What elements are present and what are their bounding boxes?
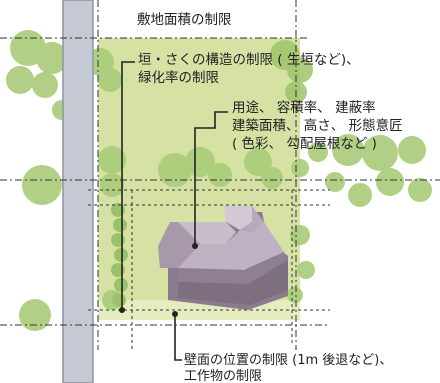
tree-cluster-left-mid	[22, 146, 126, 205]
use-label-line1: 用途、 容積率、 建蔽率	[232, 99, 376, 116]
house	[158, 206, 288, 310]
wall-label-line2: 工作物の制限	[184, 369, 262, 383]
leader-dots	[119, 243, 198, 317]
fence-label-line1: 垣・さくの構造の制限 ( 生垣など)、	[138, 52, 360, 68]
leader-lines	[121, 61, 228, 361]
boundary-dashed-lines	[0, 0, 440, 350]
tree-cluster-middle	[158, 147, 309, 189]
setback-dashed-lines	[88, 189, 330, 350]
wall-label-line1: 壁面の位置の制限 (1m 後退など)、	[184, 353, 392, 368]
road-strip	[62, 0, 94, 383]
hedge-row	[111, 203, 128, 307]
site-area-label-bg	[128, 8, 278, 30]
use-label-line2: 建築面積、 高さ、 形態意匠	[232, 117, 403, 134]
use-label-line3: ( 色彩、 勾配屋根など )	[232, 135, 377, 152]
tree-cluster-top-right	[270, 40, 313, 103]
site-area-label: 敷地面積の制限	[137, 12, 232, 28]
tree-cluster-right	[287, 134, 432, 303]
fence-label-line2: 緑化率の制限	[138, 69, 219, 86]
